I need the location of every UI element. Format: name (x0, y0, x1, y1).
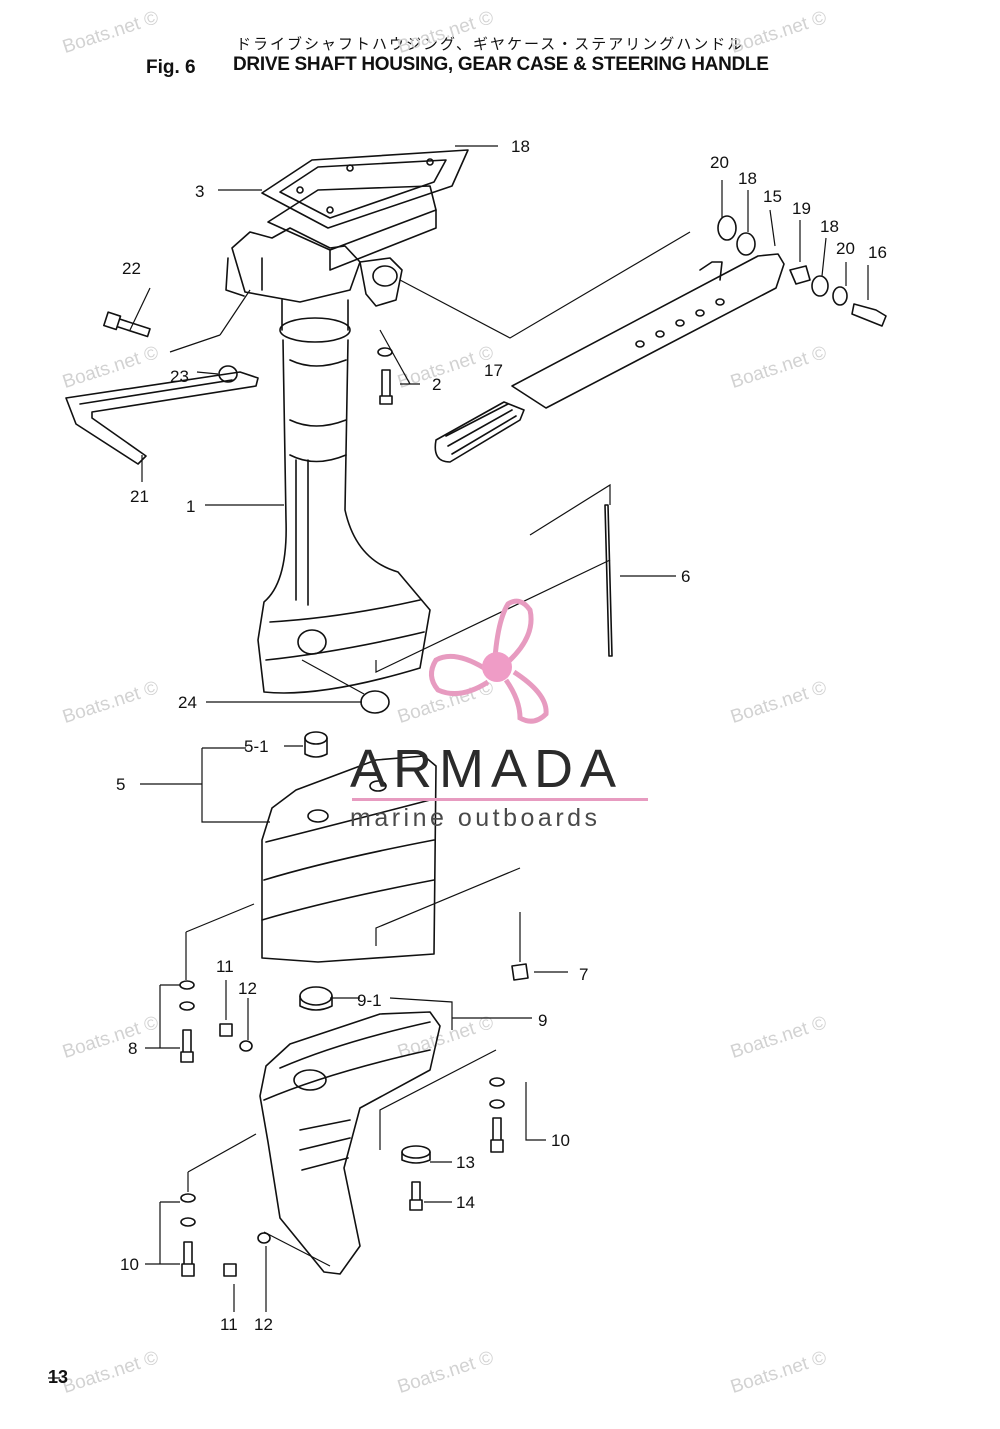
brand-underline (352, 798, 648, 801)
callout-8: 8 (128, 1039, 137, 1058)
callout-7: 7 (579, 965, 588, 984)
callout-22: 22 (122, 259, 141, 278)
title-english: DRIVE SHAFT HOUSING, GEAR CASE & STEERIN… (233, 54, 769, 75)
callout-9: 9 (538, 1011, 547, 1030)
stud-part-6 (604, 504, 613, 657)
title-japanese: ドライブシャフトハウジング、ギヤケース・ステアリングハンドル (236, 35, 745, 53)
bolt-part-16 (851, 303, 887, 327)
callout-11: 11 (216, 957, 234, 976)
bolt-part-22 (103, 311, 151, 338)
callout-5-1: 5-1 (244, 737, 269, 756)
callout-19: 19 (792, 199, 811, 218)
bolt-stack-part-8 (179, 980, 195, 1063)
grip-part-17 (434, 401, 525, 463)
bushing-part-5-1 (304, 731, 328, 758)
gasket-part-3 (261, 149, 469, 229)
washer-part-20b (832, 286, 848, 306)
callout-12: 12 (238, 979, 257, 998)
washer-part-18b (811, 275, 829, 297)
callout-14: 14 (456, 1193, 475, 1212)
bolt-part-14 (409, 1181, 423, 1211)
callout-10b: 10 (120, 1255, 139, 1274)
callout-5: 5 (116, 775, 125, 794)
armada-propeller-logo (429, 598, 549, 724)
anode-part-13 (401, 1145, 431, 1164)
callout-4: 18 (511, 137, 530, 156)
callout-15: 15 (763, 187, 782, 206)
brand-tagline: marine outboards (350, 804, 601, 832)
gear-case-part-9 (259, 1011, 441, 1275)
callout-23: 23 (170, 367, 189, 386)
callout-21: 21 (130, 487, 149, 506)
leader-lines (48, 145, 869, 1379)
nut-part-7 (511, 963, 529, 981)
callout-6: 6 (681, 567, 690, 586)
callout-24: 24 (178, 693, 197, 712)
bushing-part-19 (789, 265, 811, 285)
callout-16: 16 (868, 243, 887, 262)
bolt-stack-part-10 (489, 1077, 505, 1153)
callout-20: 20 (710, 153, 729, 172)
callout-3: 3 (195, 182, 204, 201)
washer-part-20 (717, 215, 737, 241)
bolt-part-2 (377, 347, 393, 405)
seal-part-9-1 (299, 986, 333, 1011)
bolt-stack-part-10b (180, 1193, 196, 1277)
screw-part-11 (219, 1023, 233, 1037)
plug-part-24 (360, 690, 390, 714)
callout-17: 17 (484, 361, 503, 380)
callout-9-1: 9-1 (357, 991, 382, 1010)
callout-12b: 12 (254, 1315, 273, 1334)
plate-part-4 (267, 185, 437, 271)
callout-18b: 18 (820, 217, 839, 236)
tiller-arm-part-15 (511, 253, 785, 409)
washer-part-12 (239, 1040, 253, 1052)
figure-number: Fig. 6 (146, 57, 196, 78)
page-number: 13 (48, 1367, 69, 1387)
washer-part-18 (736, 232, 756, 256)
screw-part-11b (223, 1263, 237, 1277)
drive-shaft-housing-part-1 (225, 227, 431, 694)
callout-1: 1 (186, 497, 195, 516)
callout-2: 2 (432, 375, 441, 394)
callout-13: 13 (456, 1153, 475, 1172)
nut-part-23 (218, 365, 238, 383)
bracket-part-21 (65, 371, 259, 465)
callout-20b: 20 (836, 239, 855, 258)
washer-part-12b (257, 1232, 271, 1244)
brand-name: ARMADA (350, 739, 624, 799)
callout-11b: 11 (220, 1315, 238, 1334)
lower-housing-part-5 (261, 755, 437, 963)
callout-10: 10 (551, 1131, 570, 1150)
callout-18: 18 (738, 169, 757, 188)
